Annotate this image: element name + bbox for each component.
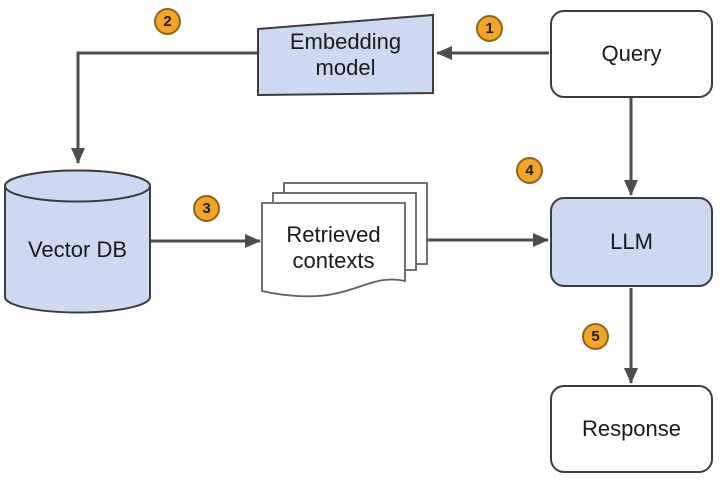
- retrieved-contexts-stack: [261, 182, 428, 298]
- cylinder-top: [4, 169, 151, 203]
- step-badge-5: 5: [582, 323, 609, 350]
- step-badge-2: 2: [154, 8, 181, 35]
- document-sheet-front: [261, 202, 406, 298]
- node-llm-label: LLM: [610, 229, 653, 254]
- arrow-embedding-model-to-vector-db: [71, 51, 258, 164]
- node-embedding-model-label: Embedding model: [289, 29, 402, 80]
- node-llm: LLM: [550, 197, 713, 287]
- node-retrieved-contexts-label: Retrieved contexts: [286, 221, 381, 273]
- node-response: Response: [550, 385, 713, 473]
- node-vector-db: Vector DB: [5, 171, 150, 313]
- node-query-label: Query: [601, 41, 662, 66]
- node-vector-db-label: Vector DB: [27, 237, 128, 262]
- step-badge-1: 1: [476, 15, 503, 42]
- step-badge-4: 4: [516, 157, 543, 184]
- vector-db-cylinder: [4, 169, 151, 314]
- arrows: [71, 46, 638, 384]
- node-response-label: Response: [581, 416, 682, 441]
- node-embedding-model: Embedding model: [258, 14, 433, 96]
- node-retrieved-contexts: Retrieved contexts: [262, 203, 405, 292]
- node-query: Query: [550, 10, 713, 98]
- step-badge-3: 3: [193, 195, 220, 222]
- embedding-model-shape: [257, 13, 434, 97]
